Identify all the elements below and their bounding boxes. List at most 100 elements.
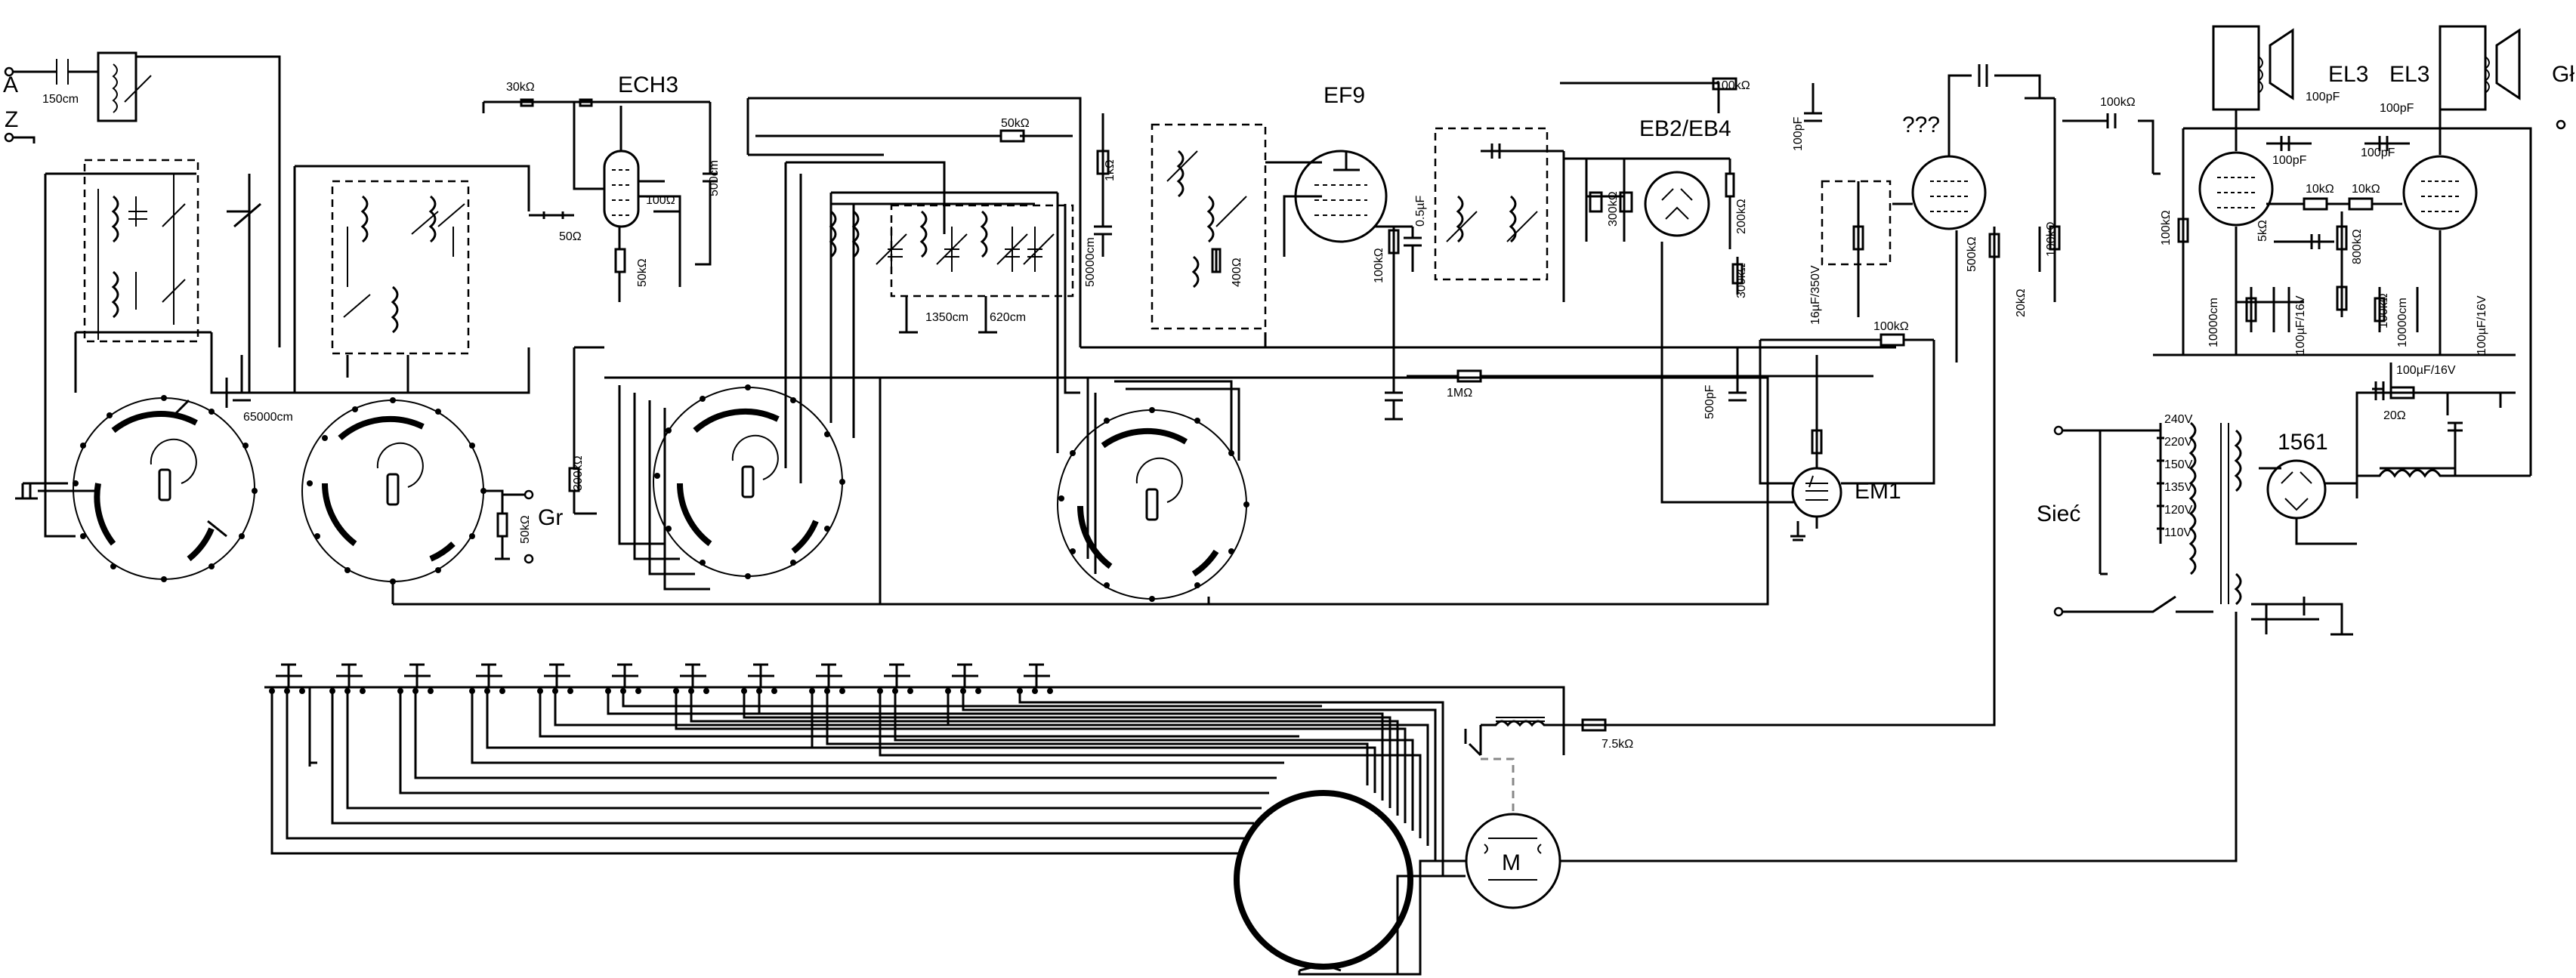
preset-button-6[interactable] xyxy=(605,663,641,694)
wafer-switch-2: 50kΩ Gr xyxy=(301,397,563,585)
label-100k-coupling: 100kΩ xyxy=(2100,96,2136,109)
preset-button-8[interactable] xyxy=(741,663,777,694)
speaker-icon-right xyxy=(2495,28,2521,100)
tube-unknown: ??? 500kΩ 20kΩ 100kΩ 16µF/350V 100kΩ 100… xyxy=(1760,64,2161,363)
label-100k-el3l: 100kΩ xyxy=(2160,210,2173,245)
terminal-label-pickup: Gr xyxy=(538,505,563,530)
preset-button-4[interactable] xyxy=(469,663,505,694)
label-10k-b: 10kΩ xyxy=(2352,183,2380,196)
wafer-1 xyxy=(73,397,255,580)
wafer-3 xyxy=(653,387,843,577)
label-1350cm: 1350cm xyxy=(925,311,968,324)
label-1m: 1MΩ xyxy=(1447,387,1472,400)
preset-button-bank xyxy=(264,663,1565,876)
pickup-terminal-bottom xyxy=(524,554,534,564)
label-30k: 30kΩ xyxy=(506,81,535,94)
label-65000cm: 65000cm xyxy=(243,411,293,424)
mains-tap-3: 150V xyxy=(2164,458,2193,471)
label-50000cm: 50000cm xyxy=(1084,237,1097,287)
label-100pf-mid1: 100pF xyxy=(2306,91,2340,103)
tube-label-ech3: ECH3 xyxy=(618,73,678,97)
label-100pf-mid2: 100pF xyxy=(2380,102,2414,115)
tube-envelope-el3-left xyxy=(2198,151,2274,227)
band-switch-wiring: 65000cm xyxy=(44,162,1769,606)
label-620cm: 620cm xyxy=(990,311,1026,324)
tube-label-ef9: EF9 xyxy=(1324,83,1365,108)
label-05uf: 0.5µF xyxy=(1414,196,1427,227)
label-300k-em: 300kΩ xyxy=(1735,263,1748,298)
preset-button-3[interactable] xyxy=(397,663,434,694)
tube-ech3: ECH3 30kΩ 50Ω 100Ω 50kΩ 500cm xyxy=(482,73,721,302)
label-100-ech3: 100Ω xyxy=(646,194,675,207)
tube-label-el3-right: EL3 xyxy=(2389,62,2429,87)
label-200k: 200kΩ xyxy=(1735,199,1748,234)
label-100pf-el3r: 100pF xyxy=(2361,147,2395,159)
tube-eb2: EB2/EB4 300kΩ 100kΩ 100pF 200kΩ 300kΩ 50… xyxy=(1560,77,1822,419)
label-50k-ech3: 50kΩ xyxy=(636,258,649,287)
label-100uf-psu: 100µF/16V xyxy=(2396,364,2456,377)
label-7-5k: 7.5kΩ xyxy=(1602,738,1633,751)
label-300k-band: 300kΩ xyxy=(572,455,585,491)
coil-box-4 xyxy=(1151,123,1267,330)
label-800k: 800kΩ xyxy=(2351,229,2364,264)
speaker-icon-left xyxy=(2269,28,2294,100)
preset-button-7[interactable] xyxy=(673,663,709,694)
tube-em1: EM1 xyxy=(1660,242,1935,541)
label-10000cm-b: 10000cm xyxy=(2396,298,2409,347)
preset-button-12[interactable] xyxy=(1017,663,1053,694)
label-20k: 20kΩ xyxy=(2015,288,2028,317)
speaker-terminal xyxy=(2556,119,2566,130)
tube-ef9: EF9 100kΩ 0.5µF 1MΩ xyxy=(1080,83,1896,421)
coil-bank-1 xyxy=(44,172,261,468)
preset-button-11[interactable] xyxy=(945,663,981,694)
preset-button-10[interactable] xyxy=(877,663,913,694)
wafer-switch-3: 300kΩ xyxy=(568,347,845,579)
label-50k-top: 50kΩ xyxy=(1001,117,1030,130)
terminal-label-ground: Z xyxy=(5,107,18,132)
antenna-input: A Z 150cm xyxy=(3,51,281,347)
tube-label-unknown: ??? xyxy=(1902,113,1940,137)
mains-terminal-top xyxy=(2053,425,2064,436)
label-50k-gr: 50kΩ xyxy=(519,515,532,544)
preset-button-2[interactable] xyxy=(329,663,366,694)
antenna-terminal xyxy=(4,66,14,77)
wafer-switch-1 xyxy=(23,395,258,582)
mains-tap-2: 220V xyxy=(2164,436,2193,449)
mixer-bus: 50kΩ 1kΩ 50000cm xyxy=(746,97,1117,347)
tube-label-el3-left: EL3 xyxy=(2328,62,2368,87)
label-10000cm-a: 10000cm xyxy=(2207,298,2220,347)
label-1k: 1kΩ xyxy=(1104,159,1117,181)
mains-label: Sieć xyxy=(2037,501,2080,526)
tube-label-eb2: EB2/EB4 xyxy=(1639,116,1731,141)
preset-button-5[interactable] xyxy=(537,663,573,694)
speaker-frame-right xyxy=(2439,25,2487,111)
label-150cm: 150cm xyxy=(42,93,79,106)
label-100pf-top: 100pF xyxy=(1792,116,1805,151)
ground-symbols xyxy=(15,418,2353,767)
coil-bank-3: 1350cm xyxy=(829,191,1058,334)
preset-button-9[interactable] xyxy=(809,663,845,694)
label-100uf-b: 100µF/16V xyxy=(2476,295,2488,355)
tube-label-rect: 1561 xyxy=(2278,430,2328,455)
label-50-ech3: 50Ω xyxy=(559,230,582,243)
preset-button-1[interactable] xyxy=(269,663,305,694)
label-500k: 500kΩ xyxy=(1966,236,1978,272)
motor-label: M xyxy=(1502,850,1521,875)
label-100k-top: 100kΩ xyxy=(1715,79,1750,92)
speaker-frame-left xyxy=(2212,25,2260,111)
motor-commutator-ring xyxy=(1234,790,1413,970)
mains-tap-4: 135V xyxy=(2164,481,2193,494)
terminal-label-speaker: Gł xyxy=(2552,62,2574,87)
terminal-label-antenna: A xyxy=(3,73,18,97)
label-100k-bottom: 100kΩ xyxy=(1873,320,1909,333)
label-100uf-a: 100µF/16V xyxy=(2294,295,2307,355)
wafer-4 xyxy=(1057,409,1247,600)
tube-envelope xyxy=(1791,467,1842,518)
label-16uf: 16µF/350V xyxy=(1809,265,1822,325)
coil-box-1 xyxy=(83,159,199,343)
label-400: 400Ω xyxy=(1231,258,1243,287)
coil-bank-2 xyxy=(293,165,530,393)
coil-box-5 xyxy=(1434,127,1549,281)
mains-tap-5: 120V xyxy=(2164,504,2193,517)
